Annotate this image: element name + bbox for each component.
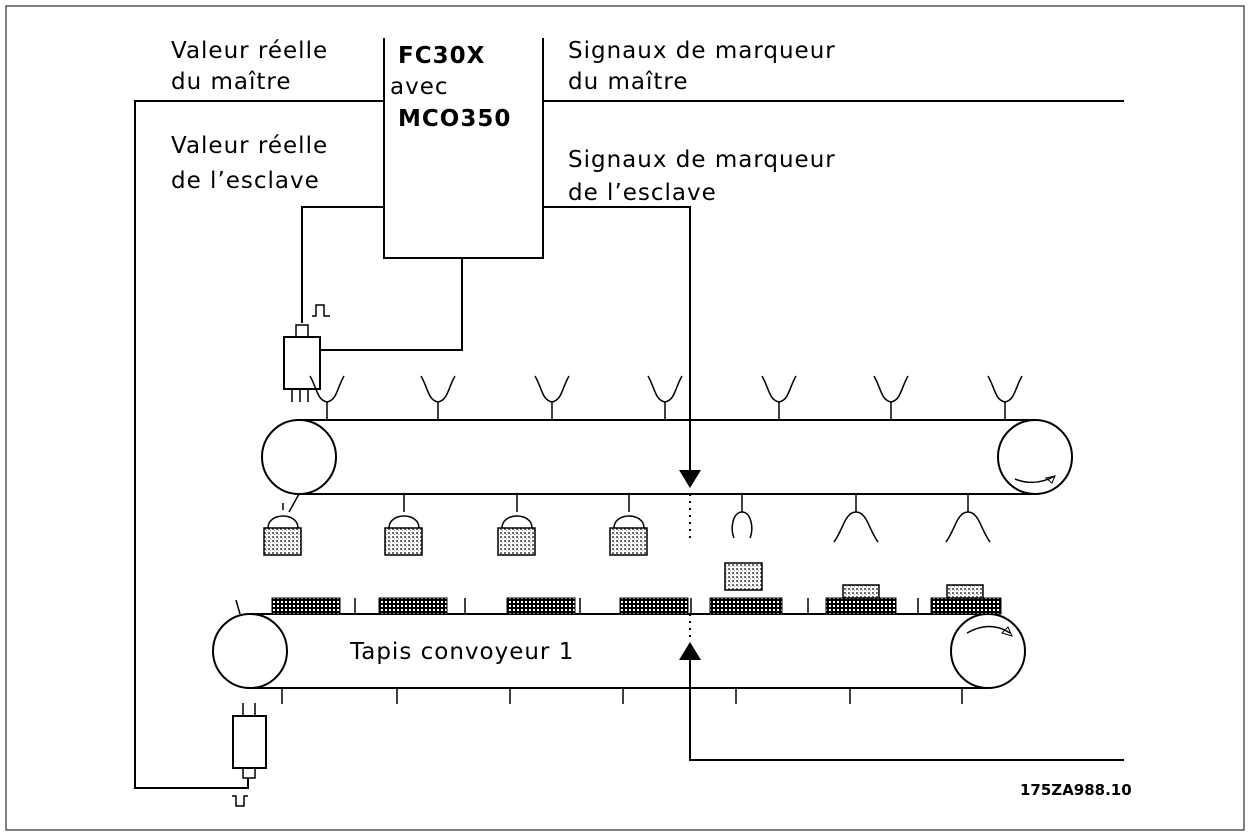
master-conveyor: Tapis convoyeur 1 (212, 599, 1026, 689)
gripper-with-package (384, 494, 423, 556)
rotation-arrow-icon (1014, 475, 1056, 484)
figure-reference: 175ZA988.10 (1020, 781, 1132, 799)
tray (506, 597, 576, 615)
master-actual-label-line2: du maître (171, 69, 292, 95)
conveyor-ticks (281, 598, 963, 704)
slave-actual-label-line1: Valeur réelle (171, 133, 328, 159)
slave-marker-sensor (679, 408, 701, 540)
master-marker-label-line1: Signaux de marqueur (568, 38, 836, 64)
slave-actual-line (301, 206, 384, 323)
top-grippers (309, 375, 1023, 420)
pulse-icon (312, 304, 330, 317)
tray (619, 597, 689, 615)
tray (825, 597, 897, 615)
tray (709, 597, 783, 615)
master-encoder (232, 703, 267, 807)
gripper (761, 375, 797, 420)
gripper (309, 375, 345, 420)
controller-line2: avec (390, 74, 449, 100)
gripper-open (945, 494, 991, 543)
controller-line3: MCO350 (398, 106, 511, 132)
slave-marker-label-line1: Signaux de marqueur (568, 147, 836, 173)
gripper-open (731, 494, 753, 539)
conveyor-trays (271, 584, 1002, 615)
gripper (420, 375, 456, 420)
slave-marker-line (543, 206, 691, 408)
gripper (534, 375, 570, 420)
gripper-with-package (497, 494, 536, 556)
rotation-arrow-icon (966, 625, 1011, 634)
pulse-icon (232, 795, 248, 807)
gripper (987, 375, 1023, 420)
controller-line1: FC30X (398, 43, 485, 69)
bottom-grippers (263, 493, 991, 556)
falling-package (724, 562, 763, 591)
tray (930, 597, 1002, 615)
master-actual-line (134, 100, 384, 789)
gripper (647, 375, 683, 420)
slave-encoder (283, 304, 330, 402)
slave-conveyor (261, 419, 1073, 495)
conveyor-label: Tapis convoyeur 1 (349, 639, 574, 665)
motor-drive-line (320, 258, 463, 351)
controller-block: FC30X avec MCO350 (383, 38, 544, 259)
tray (271, 597, 341, 615)
gripper-open (833, 494, 879, 543)
master-marker-label-line2: du maître (568, 69, 689, 95)
figure-frame (5, 5, 1245, 831)
gripper (873, 375, 909, 420)
gripper-with-package (263, 503, 302, 556)
tray (378, 597, 448, 615)
slave-actual-label-line2: de l’esclave (171, 168, 320, 194)
master-marker-sensor (679, 614, 1124, 761)
gripper-with-package (609, 494, 648, 556)
master-actual-label-line1: Valeur réelle (171, 38, 328, 64)
tray-package (946, 584, 984, 599)
tray-package (842, 584, 880, 599)
slave-marker-label-line2: de l’esclave (568, 180, 717, 206)
